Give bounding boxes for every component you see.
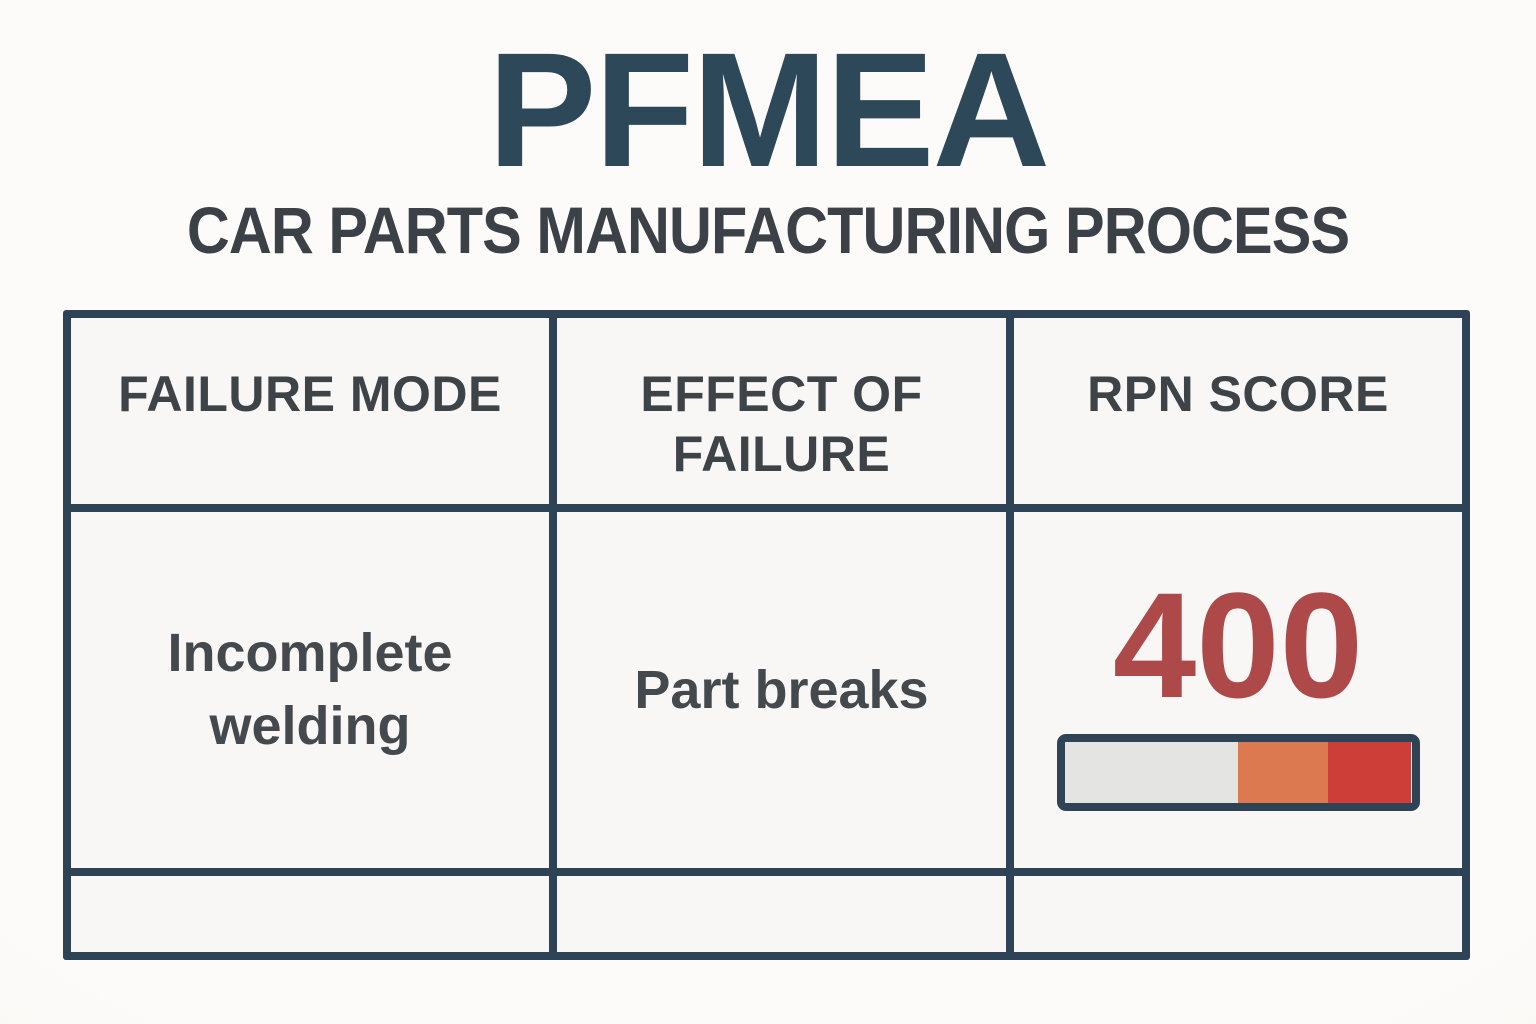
rpn-bar-segment-high xyxy=(1328,741,1412,803)
effect-of-failure-value: Part breaks xyxy=(634,659,929,720)
failure-mode-value: Incomplete welding xyxy=(167,623,453,756)
table-row-effect-cell: Part breaks xyxy=(557,512,1006,868)
table-row-failure-mode-cell: Incomplete welding xyxy=(71,512,549,868)
pfmea-table: FAILURE MODE EFFECT OF FAILURE RPN SCORE… xyxy=(63,310,1470,960)
rpn-severity-bar xyxy=(1056,733,1420,811)
column-header-failure-mode: FAILURE MODE xyxy=(71,318,549,504)
rpn-bar-segment-low xyxy=(1064,741,1238,803)
empty-failure-mode-cell xyxy=(71,876,549,952)
empty-effect-cell xyxy=(557,876,1006,952)
page-title: PFMEA xyxy=(487,18,1051,201)
table-row-rpn-cell: 400 xyxy=(1014,512,1462,868)
rpn-bar-segment-medium xyxy=(1238,741,1329,803)
page-subtitle: CAR PARTS MANUFACTURING PROCESS xyxy=(186,193,1350,267)
empty-rpn-cell xyxy=(1014,876,1462,952)
rpn-score-value: 400 xyxy=(1112,560,1364,729)
column-header-effect-of-failure: EFFECT OF FAILURE xyxy=(557,318,1006,504)
column-header-rpn-score: RPN SCORE xyxy=(1014,318,1462,504)
